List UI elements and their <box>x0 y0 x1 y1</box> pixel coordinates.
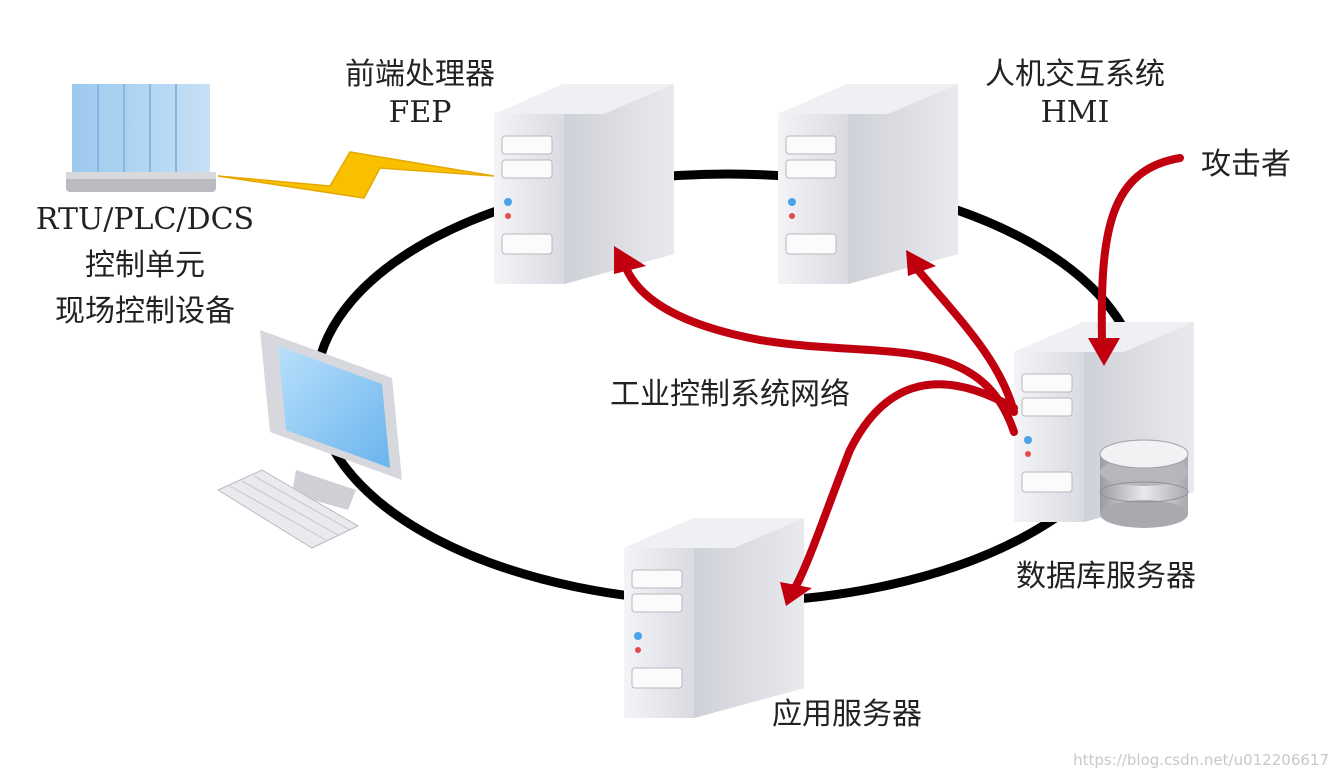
rtu-label: RTU/PLC/DCS 控制单元 现场控制设备 <box>30 201 260 331</box>
hmi-label-line2: HMI <box>1040 95 1110 130</box>
rtu-label-line1: RTU/PLC/DCS <box>35 202 255 237</box>
fep-server-icon <box>493 83 675 285</box>
app-server-label: 应用服务器 <box>772 697 922 732</box>
rtu-device-icon <box>66 84 216 192</box>
attacker-label: 攻击者 <box>1201 147 1291 182</box>
watermark: https://blog.csdn.net/u012206617 <box>1073 751 1329 769</box>
database-icon <box>1099 439 1189 528</box>
attack-arrow-db-fep <box>622 264 1018 436</box>
attack-arrow-attacker-db <box>1097 154 1184 344</box>
arrowhead-hmi <box>906 250 936 276</box>
rtu-label-line3: 现场控制设备 <box>55 294 235 329</box>
arrowhead-fep <box>614 246 646 274</box>
hmi-server-icon <box>777 83 959 285</box>
db-server-label: 数据库服务器 <box>1016 559 1196 594</box>
arrowhead-db <box>1088 338 1120 366</box>
lightning-link-icon <box>217 151 495 199</box>
fep-label: 前端处理器 FEP <box>325 56 515 132</box>
network-label: 工业控制系统网络 <box>610 377 850 412</box>
attack-arrow-db-hmi <box>914 266 1018 416</box>
fep-label-line1: 前端处理器 <box>345 57 495 92</box>
arrowhead-app <box>780 582 812 606</box>
fep-label-line2: FEP <box>388 95 452 130</box>
hmi-label: 人机交互系统 HMI <box>960 56 1190 132</box>
workstation-icon <box>216 330 402 549</box>
hmi-label-line1: 人机交互系统 <box>985 57 1165 92</box>
rtu-label-line2: 控制单元 <box>85 248 205 283</box>
attack-arrow-db-app <box>792 380 1018 590</box>
app-server-icon <box>623 517 805 719</box>
